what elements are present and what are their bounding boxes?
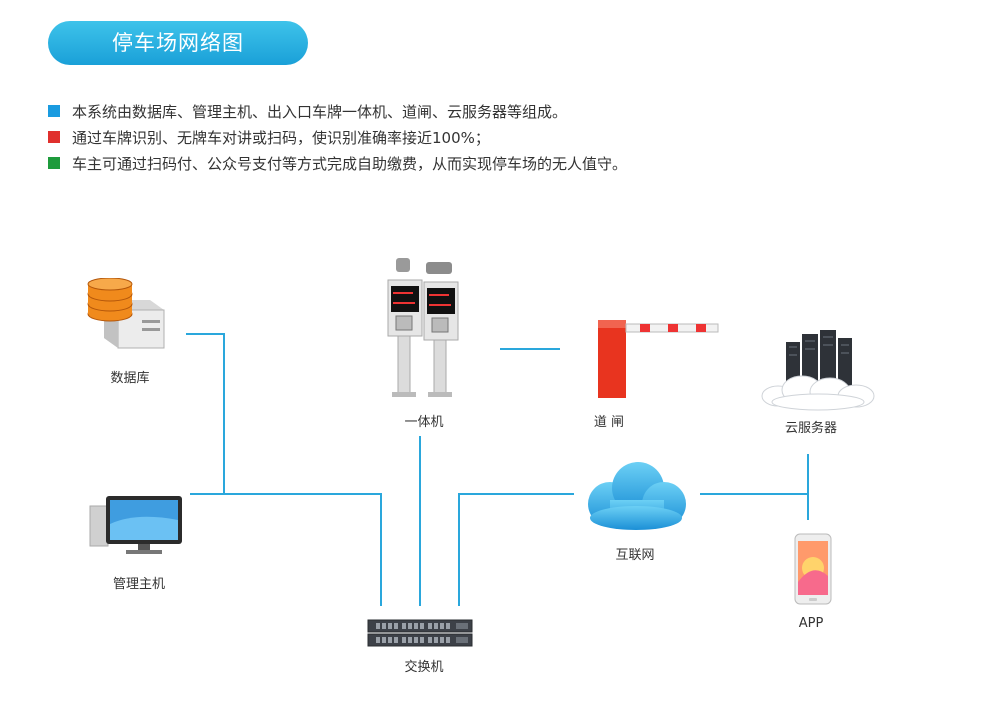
cloud-server-label: 云服务器 xyxy=(784,421,838,436)
list-item: 通过车牌识别、无牌车对讲或扫码，使识别准确率接近100%； xyxy=(48,124,627,150)
computer-icon xyxy=(86,494,186,562)
bullet-text: 车主可通过扫码付、公众号支付等方式完成自助缴费，从而实现停车场的无人值守。 xyxy=(72,154,628,173)
page-title: 停车场网络图 xyxy=(48,21,308,65)
list-item: 本系统由数据库、管理主机、出入口车牌一体机、道闸、云服务器等组成。 xyxy=(48,98,627,124)
switch-icon xyxy=(366,616,474,656)
bullet-square xyxy=(48,157,60,169)
bullet-square xyxy=(48,131,60,143)
host-label: 管理主机 xyxy=(112,577,166,592)
lpr-terminal-icon xyxy=(386,256,462,404)
bullet-square xyxy=(48,105,60,117)
bullet-text: 通过车牌识别、无牌车对讲或扫码，使识别准确率接近100%； xyxy=(72,128,490,147)
database-icon xyxy=(82,277,182,356)
line-host-switch xyxy=(190,493,382,606)
bullet-text: 本系统由数据库、管理主机、出入口车牌一体机、道闸、云服务器等组成。 xyxy=(72,102,568,121)
terminal-label: 一体机 xyxy=(404,415,444,430)
database-label: 数据库 xyxy=(110,371,150,386)
list-item: 车主可通过扫码付、公众号支付等方式完成自助缴费，从而实现停车场的无人值守。 xyxy=(48,150,627,176)
app-label: APP xyxy=(798,616,824,631)
cloud-icon xyxy=(580,460,692,538)
phone-icon xyxy=(793,532,833,610)
line-database xyxy=(186,333,225,494)
switch-label: 交换机 xyxy=(404,660,444,675)
feature-list: 本系统由数据库、管理主机、出入口车牌一体机、道闸、云服务器等组成。 通过车牌识别… xyxy=(48,98,627,176)
barrier-gate-icon xyxy=(594,316,724,404)
barrier-label: 道 闸 xyxy=(593,415,625,430)
line-internet-switch xyxy=(458,493,574,606)
cloud-server-icon xyxy=(758,330,878,416)
internet-label: 互联网 xyxy=(615,548,655,563)
